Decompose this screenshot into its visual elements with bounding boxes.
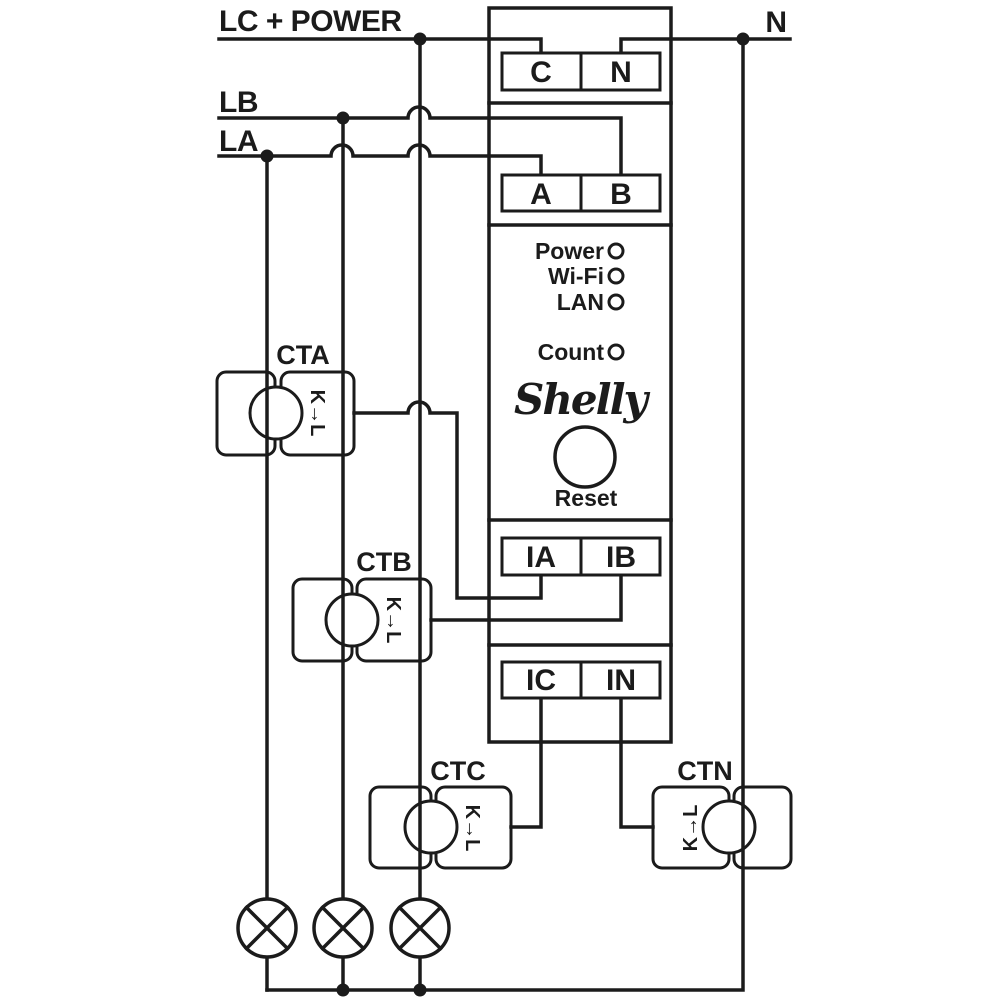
lamp-a <box>236 897 298 959</box>
device-branding: Shelly Reset <box>514 375 652 511</box>
terminal-ia-label: IA <box>526 541 556 574</box>
count-led-label: Count <box>538 339 605 365</box>
reset-label: Reset <box>555 485 618 511</box>
lan-led-indicator <box>607 293 625 311</box>
junction-la <box>260 149 274 163</box>
junction-lc-top <box>413 32 427 46</box>
terminal-ib-label: IB <box>606 541 636 574</box>
ct-clamp-ctb: CTB K→L <box>291 547 433 663</box>
terminal-in <box>579 660 662 700</box>
terminal-in-label: IN <box>606 664 636 697</box>
wire-ctb-to-ib <box>429 573 623 622</box>
wire-ctc-to-ic <box>509 695 543 829</box>
lb-label: LB <box>219 86 258 119</box>
ct-clamp-ctc: CTC K→L <box>368 756 513 870</box>
terminal-c <box>500 51 583 92</box>
neutral-label: N <box>765 6 786 39</box>
ct-clamp-cta: CTA K→L <box>215 340 356 457</box>
terminal-ic-label: IC <box>526 664 556 697</box>
terminal-a-label: A <box>530 178 552 211</box>
power-led-label: Power <box>535 238 604 264</box>
ctb-kl-marking: K→L <box>382 597 404 644</box>
ct-ctb-label: CTB <box>356 547 412 577</box>
lc-power-label: LC + POWER <box>219 5 402 38</box>
power-led-indicator <box>607 242 625 260</box>
terminal-blocks: C N A B IA IB IC IN <box>500 51 662 700</box>
lamp-a-cross-2 <box>244 905 290 951</box>
junction-lb <box>336 111 350 125</box>
ct-cta-label: CTA <box>276 340 330 370</box>
wifi-led-label: Wi-Fi <box>548 263 604 289</box>
lamp-c-cross-2 <box>397 905 443 951</box>
shelly-logo: Shelly <box>514 375 650 424</box>
junction-bus-lamp2 <box>336 983 350 997</box>
lan-led-label: LAN <box>557 289 604 315</box>
junction-n-top <box>736 32 750 46</box>
terminal-c-label: C <box>530 56 552 89</box>
wire-la <box>217 143 543 177</box>
terminal-b-label: B <box>610 178 632 211</box>
terminal-ib <box>579 536 662 577</box>
terminal-ic <box>500 660 583 700</box>
wire-neutral-top <box>619 37 792 55</box>
terminal-n-label: N <box>610 56 632 89</box>
lamp-b <box>312 897 374 959</box>
ct-clamp-ctn: CTN K→L <box>651 756 793 870</box>
ctc-wire-hole <box>403 799 459 855</box>
led-panel: Power Wi-Fi LAN Count <box>535 238 625 365</box>
terminal-b <box>579 173 662 213</box>
count-led-indicator <box>607 343 625 361</box>
wifi-led-indicator <box>607 267 625 285</box>
ctc-kl-marking: K→L <box>461 805 483 852</box>
ctn-kl-marking: K→L <box>680 805 702 852</box>
feed-labels: LC + POWER N LB LA <box>219 5 787 158</box>
lamp-b-cross-2 <box>320 905 366 951</box>
terminal-a <box>500 173 583 213</box>
ctn-wire-hole <box>701 799 757 855</box>
junction-dots <box>260 32 750 997</box>
wire-lc-power <box>217 37 543 55</box>
ctb-wire-hole <box>324 592 380 648</box>
lamp-c <box>389 897 451 959</box>
ct-ctn-label: CTN <box>677 756 733 786</box>
wire-cta-to-ia <box>352 400 543 600</box>
terminal-ia <box>500 536 583 577</box>
cta-kl-marking: K→L <box>306 390 328 437</box>
cta-wire-hole <box>248 385 304 441</box>
ct-ctc-label: CTC <box>430 756 486 786</box>
reset-button <box>553 425 617 489</box>
junction-bus-lamp3 <box>413 983 427 997</box>
wire-ctn-to-in <box>619 695 655 829</box>
terminal-n <box>579 51 662 92</box>
la-label: LA <box>219 125 258 158</box>
